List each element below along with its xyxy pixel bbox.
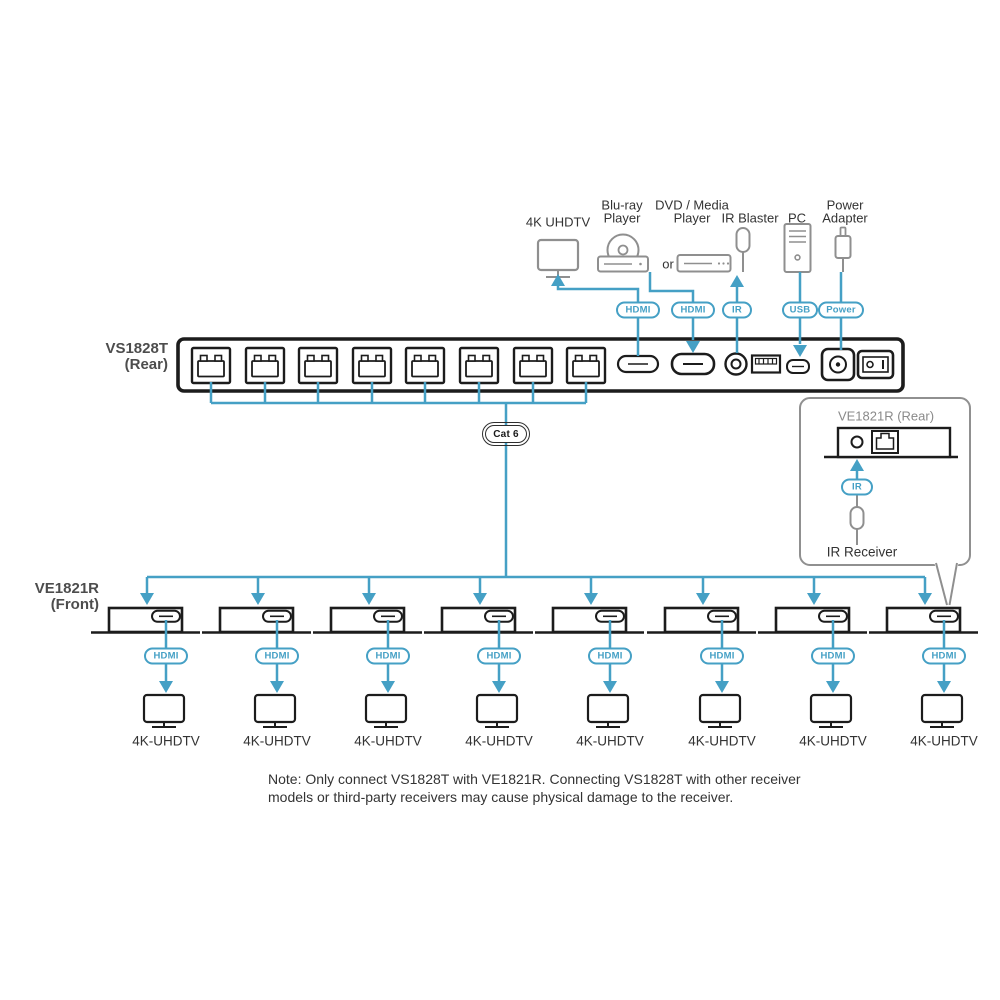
ir-blaster-icon — [735, 227, 751, 272]
cat6-badge: Cat 6 — [482, 422, 530, 446]
hdmi-in-port-icon — [670, 352, 716, 376]
ve1821r-rear-unit-icon — [824, 426, 958, 459]
footnote: Note: Only connect VS1828T with VE1821R.… — [268, 771, 801, 806]
usb-badge: USB — [782, 301, 818, 319]
uhdtv-output-icon — [809, 693, 853, 729]
usb-a-port-icon — [750, 354, 782, 374]
uhdtv-output-icon — [920, 693, 964, 729]
ve1821r-unit-icon — [311, 606, 424, 634]
uhdtv-output-label: 4K-UHDTV — [576, 733, 644, 749]
power-switch-icon — [856, 349, 895, 380]
cat6-port-icon — [404, 346, 446, 385]
ve1821r-unit-icon — [422, 606, 535, 634]
cat6-port-icon — [512, 346, 554, 385]
mini-usb-port-icon — [786, 359, 810, 374]
power-adapter-label: Power — [826, 197, 864, 213]
ve1821r-unit-icon — [89, 606, 202, 634]
power-adapter-label: Adapter — [822, 210, 868, 226]
uhdtv-output-icon — [586, 693, 630, 729]
ir-blaster-label: IR Blaster — [721, 210, 779, 226]
uhdtv-output-icon — [698, 693, 742, 729]
ir-badge: IR — [722, 301, 752, 319]
pc-tower-icon — [783, 223, 812, 273]
uhdtv-output-icon — [142, 693, 186, 729]
hdmi-badge: HDMI — [477, 647, 521, 665]
receiver-model: VE1821R — [34, 580, 99, 597]
bluray-label: Blu-ray — [601, 197, 643, 213]
power-badge: Power — [818, 301, 864, 319]
dvd-media-player-icon — [676, 254, 732, 273]
hdmi-badge: HDMI — [700, 647, 744, 665]
dc-power-jack-icon — [820, 347, 856, 382]
ve1821r-unit-icon — [756, 606, 869, 634]
cat6-port-icon — [351, 346, 393, 385]
ir-jack-icon — [724, 352, 748, 376]
hdmi-badge: HDMI — [811, 647, 855, 665]
receiver-view: (Front) — [50, 596, 99, 613]
uhdtv-output-label: 4K-UHDTV — [465, 733, 533, 749]
callout-title: VE1821R (Rear) — [837, 408, 935, 424]
hdmi-badge: HDMI — [366, 647, 410, 665]
cat6-port-icon — [565, 346, 607, 385]
hdmi-badge: HDMI — [144, 647, 188, 665]
uhdtv-output-label: 4K-UHDTV — [243, 733, 311, 749]
bluray-player-icon — [597, 233, 649, 273]
uhdtv-output-label: 4K-UHDTV — [910, 733, 978, 749]
ve1821r-unit-icon — [533, 606, 646, 634]
hdmi-badge: HDMI — [588, 647, 632, 665]
uhdtv-output-label: 4K-UHDTV — [688, 733, 756, 749]
cat6-port-icon — [244, 346, 286, 385]
connection-lines — [140, 272, 951, 693]
receiver-front-label: VE1821R (Front) — [35, 581, 99, 613]
ir-receiver-label: IR Receiver — [826, 544, 898, 560]
ve1821r-unit-icon — [645, 606, 758, 634]
bluray-label: Player — [603, 210, 641, 226]
uhdtv-output-label: 4K-UHDTV — [799, 733, 867, 749]
footnote-line: models or third-party receivers may caus… — [268, 788, 734, 805]
or-label: or — [662, 256, 674, 272]
vs1828t-unit — [176, 337, 905, 393]
uhdtv-output-label: 4K-UHDTV — [354, 733, 422, 749]
cat6-port-icon — [297, 346, 339, 385]
footnote-line: Note: Only connect VS1828T with VE1821R.… — [268, 771, 801, 787]
pc-label: PC — [787, 210, 807, 226]
cat6-port-icon — [458, 346, 500, 385]
transmitter-view: (Rear) — [124, 356, 168, 373]
dvd-label: DVD / Media — [655, 197, 729, 213]
hdmi-badge: HDMI — [671, 301, 715, 319]
uhdtv-output-icon — [364, 693, 408, 729]
ir-badge: IR — [841, 478, 873, 496]
hdmi-badge: HDMI — [922, 647, 966, 665]
uhdtv-output-icon — [253, 693, 297, 729]
uhdtv-local-label: 4K UHDTV — [525, 214, 591, 230]
transmitter-label: VS1828T (Rear) — [105, 341, 168, 373]
hdmi-badge: HDMI — [616, 301, 660, 319]
hdmi-out-port-icon — [616, 354, 660, 374]
ve1821r-rear-callout — [799, 397, 971, 606]
uhdtv-output-icon — [475, 693, 519, 729]
ve1821r-unit-icon — [200, 606, 313, 634]
uhdtv-local-monitor-icon — [536, 238, 580, 278]
transmitter-model: VS1828T — [105, 340, 168, 357]
dvd-label: Player — [673, 210, 711, 226]
cat6-port-icon — [190, 346, 232, 385]
ve1821r-unit-icon — [867, 606, 980, 634]
hdmi-badge: HDMI — [255, 647, 299, 665]
uhdtv-output-label: 4K-UHDTV — [132, 733, 200, 749]
power-adapter-icon — [834, 226, 852, 272]
ir-receiver-icon — [849, 506, 865, 545]
